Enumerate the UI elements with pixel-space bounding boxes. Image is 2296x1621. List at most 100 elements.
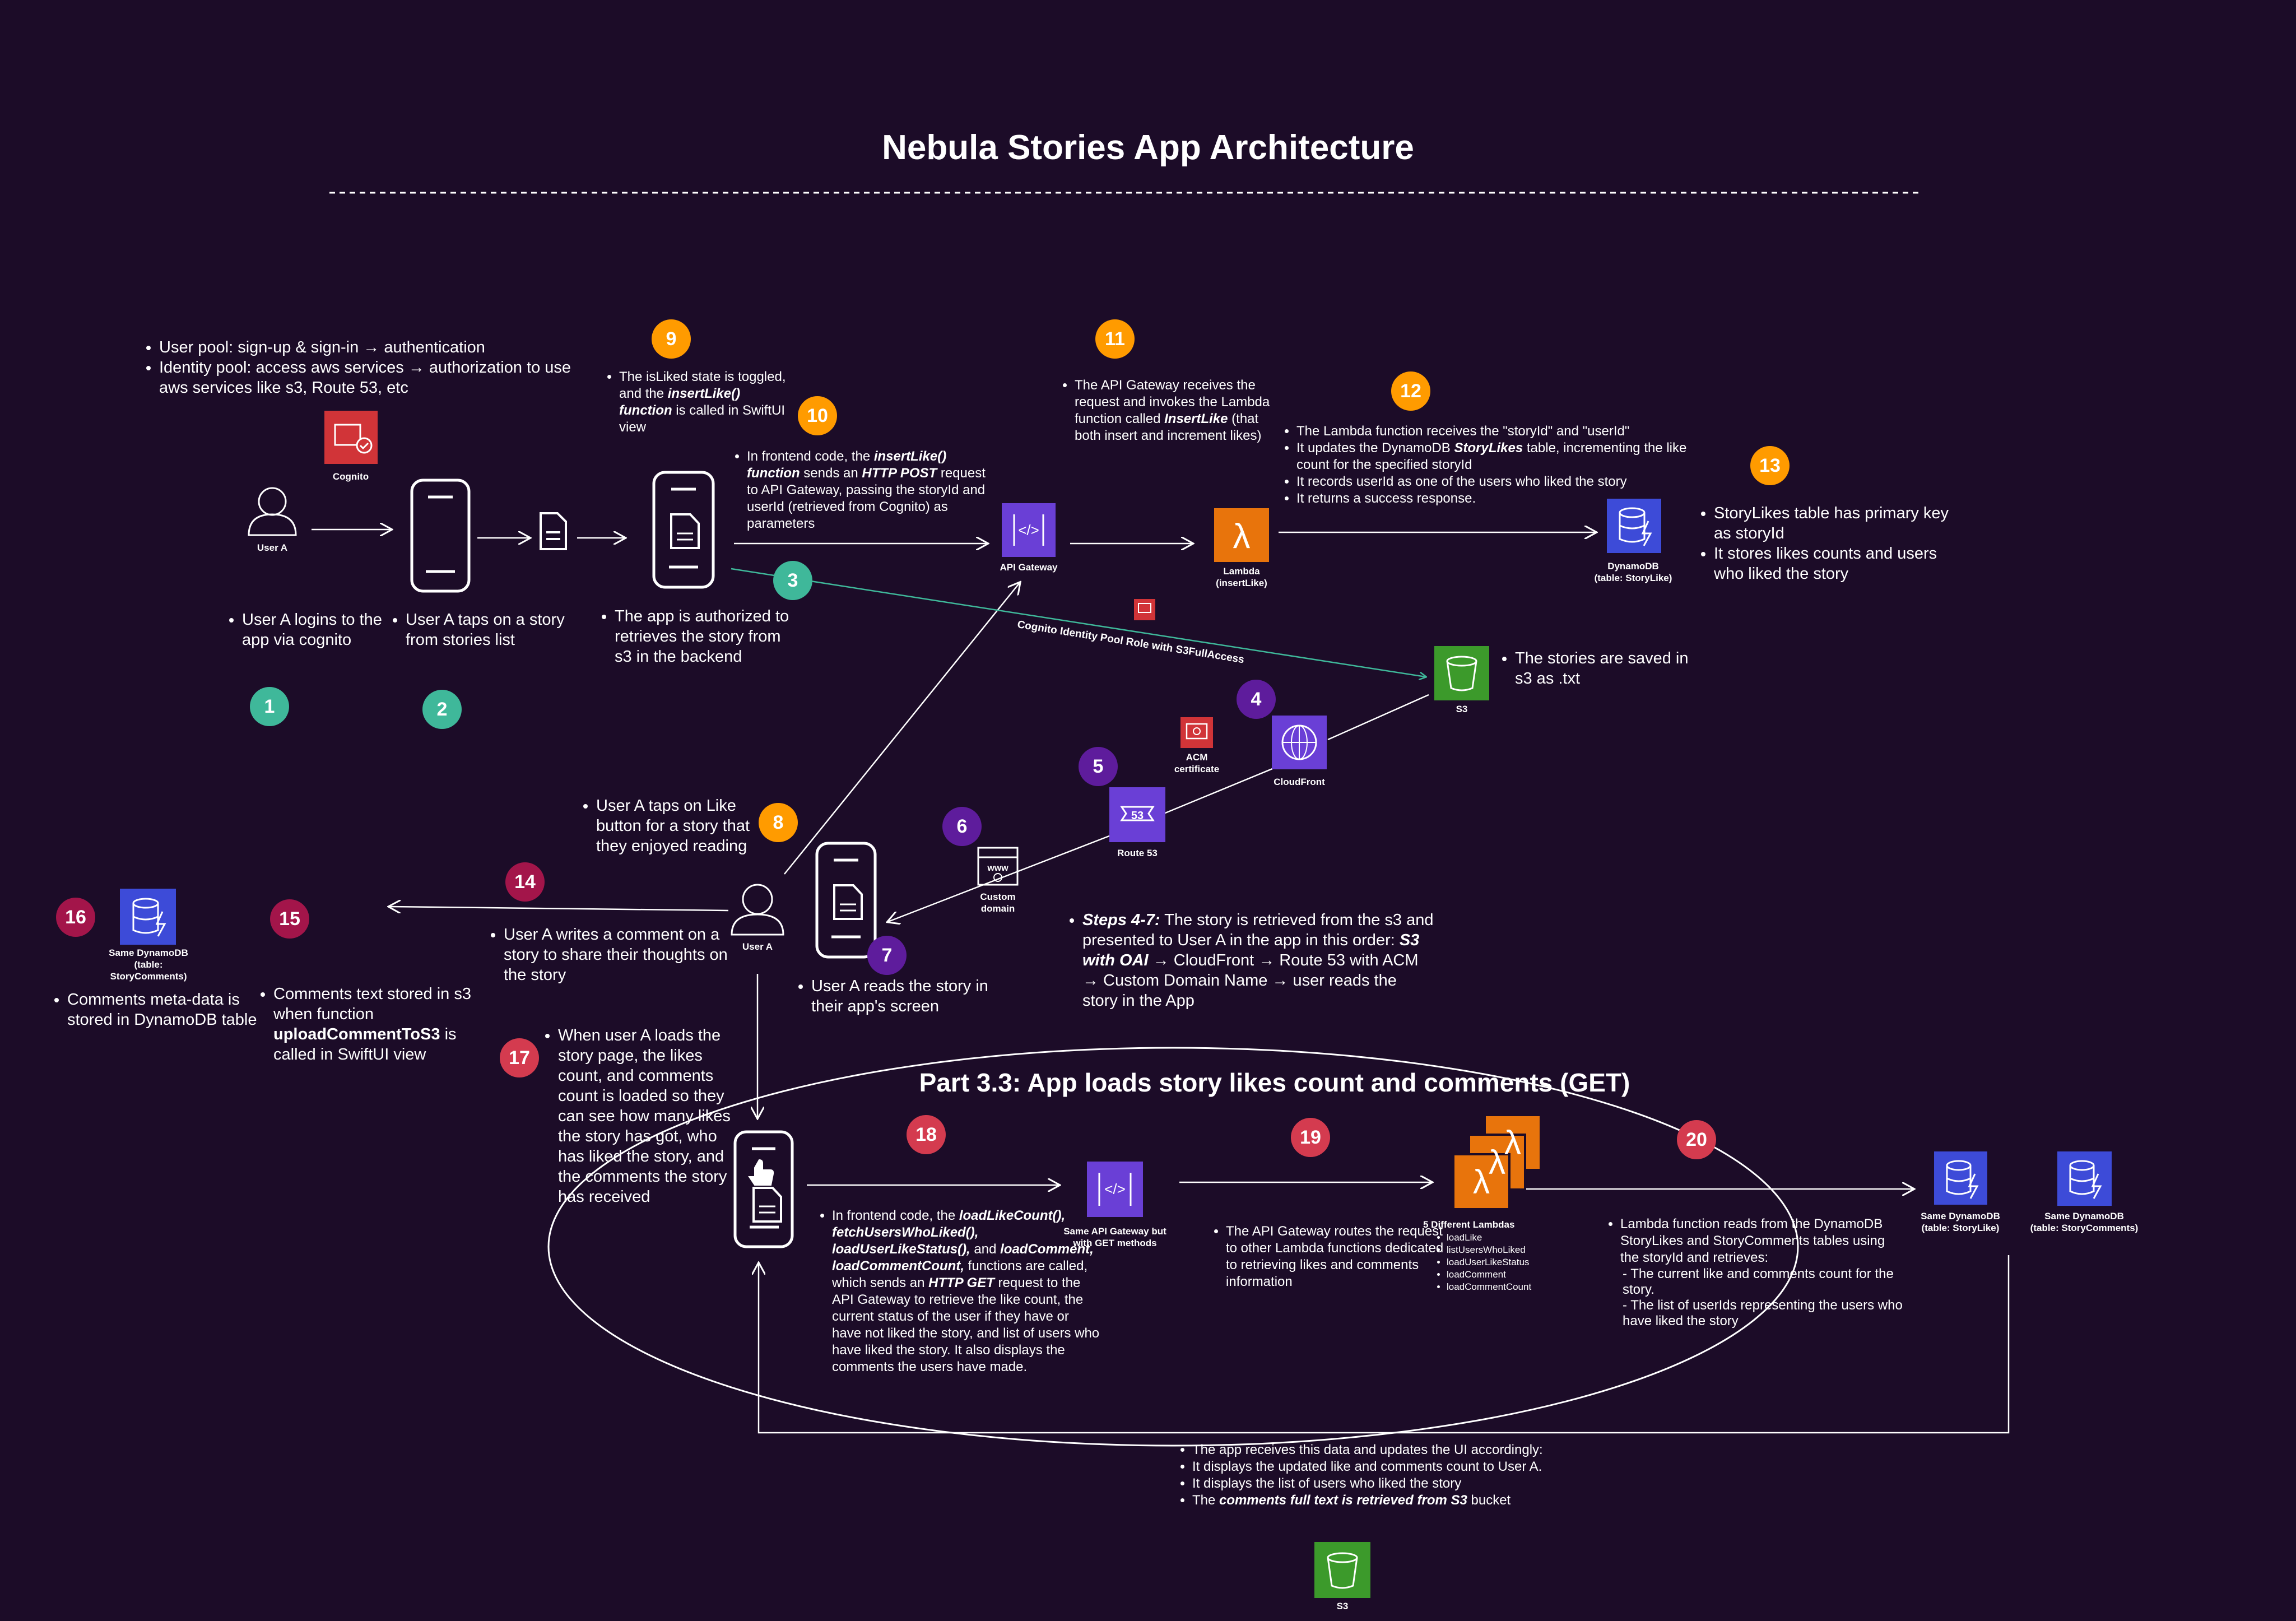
arrow-route53-to-phone: [888, 834, 1113, 922]
cognito-label: Cognito: [332, 471, 369, 482]
s3-saved-text-block: The stories are saved in s3 as .txt: [1496, 648, 1700, 689]
dynamodb-icon: [1607, 499, 1661, 553]
cognito-icon: [324, 411, 378, 464]
phone-icon: [410, 479, 471, 593]
step18-text-block: In frontend code, the loadLikeCount(), f…: [815, 1207, 1101, 1376]
user-a-label: User A: [257, 542, 288, 553]
route53-label: Route 53: [1117, 848, 1158, 858]
acm-label: ACM certificate: [1174, 752, 1220, 774]
bottom-summary-block: The app receives this data and updates t…: [1175, 1442, 1640, 1509]
step1-text-block: User A logins to the app via cognito: [223, 610, 405, 650]
cognito-role-label: Cognito Identity Pool Role with S3FullAc…: [1016, 619, 1245, 666]
steps4-7-text-block: Steps 4-7: The story is retrieved from t…: [1063, 910, 1435, 1011]
step1-text: User A logins to the app via cognito: [242, 610, 405, 650]
phone-with-document-icon: [652, 471, 715, 589]
step-badge-14: 14: [505, 862, 545, 902]
step-badge-13: 13: [1750, 446, 1790, 485]
certificate-icon: [1134, 599, 1155, 620]
step12-text-block: The Lambda function receives the "storyI…: [1280, 423, 1717, 507]
lambdas-list: loadLike listUsersWhoLiked loadUserLikeS…: [1434, 1232, 1592, 1293]
same-dynamodb-storylike-label: Same DynamoDB (table: StoryLike): [1921, 1211, 2000, 1233]
step16-text-block: Comments meta-data is stored in DynamoDB…: [48, 990, 275, 1030]
step9-text-block: The isLiked state is toggled, and the in…: [602, 369, 787, 436]
part-title: Part 3.3: App loads story likes count an…: [919, 1068, 1630, 1097]
step-badge-6: 6: [942, 807, 982, 846]
s3-bottom-icon: [1314, 1542, 1370, 1598]
step13-text-1: StoryLikes table has primary key as stor…: [1714, 503, 1955, 544]
step19-text: The API Gateway routes the request to ot…: [1226, 1223, 1450, 1290]
dynamodb-label: DynamoDB (table: StoryLike): [1594, 561, 1672, 583]
api-gateway-label: API Gateway: [1000, 562, 1058, 573]
cognito-identity-pool-text: Identity pool: access aws services → aut…: [159, 357, 596, 398]
lambda-item: loadComment: [1447, 1269, 1592, 1281]
step13-text-block: StoryLikes table has primary key as stor…: [1695, 503, 1955, 584]
step-badge-10: 10: [798, 396, 837, 435]
step-badge-20: 20: [1677, 1120, 1716, 1159]
step10-text: In frontend code, the insertLike() funct…: [747, 448, 993, 532]
step20-text: Lambda function reads from the DynamoDB …: [1620, 1216, 1906, 1266]
custom-domain-label: Custom domain: [980, 891, 1016, 914]
step10-text-block: In frontend code, the insertLike() funct…: [730, 448, 993, 532]
cognito-description: User pool: sign-up & sign-in → authentic…: [140, 337, 596, 398]
cloudfront-icon: [1272, 716, 1327, 769]
step-badge-8: 8: [759, 803, 798, 842]
same-dynamodb-comments-label: Same DynamoDB (table: StoryComments): [109, 947, 188, 982]
step15-text-block: Comments text stored in s3 when function…: [254, 984, 492, 1065]
step-badge-16: 16: [56, 898, 95, 937]
lambda-item: loadCommentCount: [1447, 1281, 1592, 1293]
step2-text-block: User A taps on a story from stories list: [387, 610, 574, 650]
step-badge-4: 4: [1237, 680, 1276, 719]
step20-detail-2: - The list of userIds representing the u…: [1623, 1298, 1903, 1329]
route53-icon: 53: [1109, 787, 1165, 842]
step-badge-19: 19: [1291, 1118, 1330, 1157]
part-3-3-ellipse: [547, 1047, 1799, 1447]
step20-detail-1: - The current like and comments count fo…: [1623, 1266, 1894, 1297]
svg-text:www: www: [987, 863, 1008, 873]
step-badge-9: 9: [652, 319, 691, 359]
step11-text: The API Gateway receives the request and…: [1075, 377, 1288, 444]
steps4-7-text: Steps 4-7: The story is retrieved from t…: [1082, 910, 1435, 1011]
step17-text-block: When user A loads the story page, the li…: [539, 1025, 743, 1207]
step8-text-block: User A taps on Like button for a story t…: [577, 796, 781, 856]
bottom-summary-3: It displays the list of users who liked …: [1192, 1475, 1640, 1492]
step15-text: Comments text stored in s3 when function…: [273, 984, 492, 1065]
bottom-summary-2: It displays the updated like and comment…: [1192, 1459, 1640, 1475]
step19-text-block: The API Gateway routes the request to ot…: [1209, 1223, 1450, 1290]
step17-text: When user A loads the story page, the li…: [558, 1025, 743, 1207]
s3-bottom-label: S3: [1336, 1601, 1349, 1611]
step9-text: The isLiked state is toggled, and the in…: [619, 369, 787, 436]
step-badge-1: 1: [250, 687, 289, 726]
user-icon-middle: [731, 884, 784, 936]
svg-text:λ: λ: [1489, 1144, 1505, 1181]
step18-text: In frontend code, the loadLikeCount(), f…: [832, 1207, 1101, 1376]
bottom-summary-4: The comments full text is retrieved from…: [1192, 1492, 1640, 1509]
lambda-icon: λ: [1214, 508, 1269, 562]
step-badge-2: 2: [422, 690, 462, 729]
same-api-gateway-label: Same API Gateway but with GET methods: [1063, 1226, 1166, 1248]
five-lambdas-icon: λ λ λ: [1452, 1114, 1542, 1210]
step14-text: User A writes a comment on a story to sh…: [504, 925, 733, 985]
lambda-label: Lambda (insertLike): [1216, 566, 1267, 588]
step16-text: Comments meta-data is stored in DynamoDB…: [67, 990, 275, 1030]
lambda-item: loadLike: [1447, 1232, 1592, 1244]
step-badge-15: 15: [270, 899, 309, 939]
same-dynamodb-storycomments-label: Same DynamoDB (table: StoryComments): [2030, 1211, 2139, 1233]
svg-text:53: 53: [1131, 810, 1144, 822]
arrow-like-to-apigw: [784, 583, 1020, 875]
five-lambdas-label: 5 Different Lambdas: [1423, 1219, 1515, 1230]
step12-text-4: It returns a success response.: [1296, 490, 1717, 507]
step2-text: User A taps on a story from stories list: [406, 610, 574, 650]
step14-text-block: User A writes a comment on a story to sh…: [485, 925, 733, 985]
same-dynamodb-storycomments-icon: [2057, 1151, 2112, 1206]
step3-text: The app is authorized to retrieves the s…: [615, 606, 794, 667]
s3-icon: [1434, 646, 1489, 700]
step12-text-2: It updates the DynamoDB StoryLikes table…: [1296, 440, 1717, 473]
step12-text-3: It records userId as one of the users wh…: [1296, 473, 1717, 490]
acm-certificate-icon: [1180, 717, 1213, 748]
dynamodb-comments-icon: [120, 889, 176, 945]
arrow-phone-to-s3: [731, 568, 1426, 677]
lambda-item: listUsersWhoLiked: [1447, 1244, 1592, 1256]
step20-text-block: Lambda function reads from the DynamoDB …: [1604, 1216, 1906, 1329]
step-badge-12: 12: [1391, 371, 1430, 411]
user-a-middle-label: User A: [742, 941, 773, 952]
